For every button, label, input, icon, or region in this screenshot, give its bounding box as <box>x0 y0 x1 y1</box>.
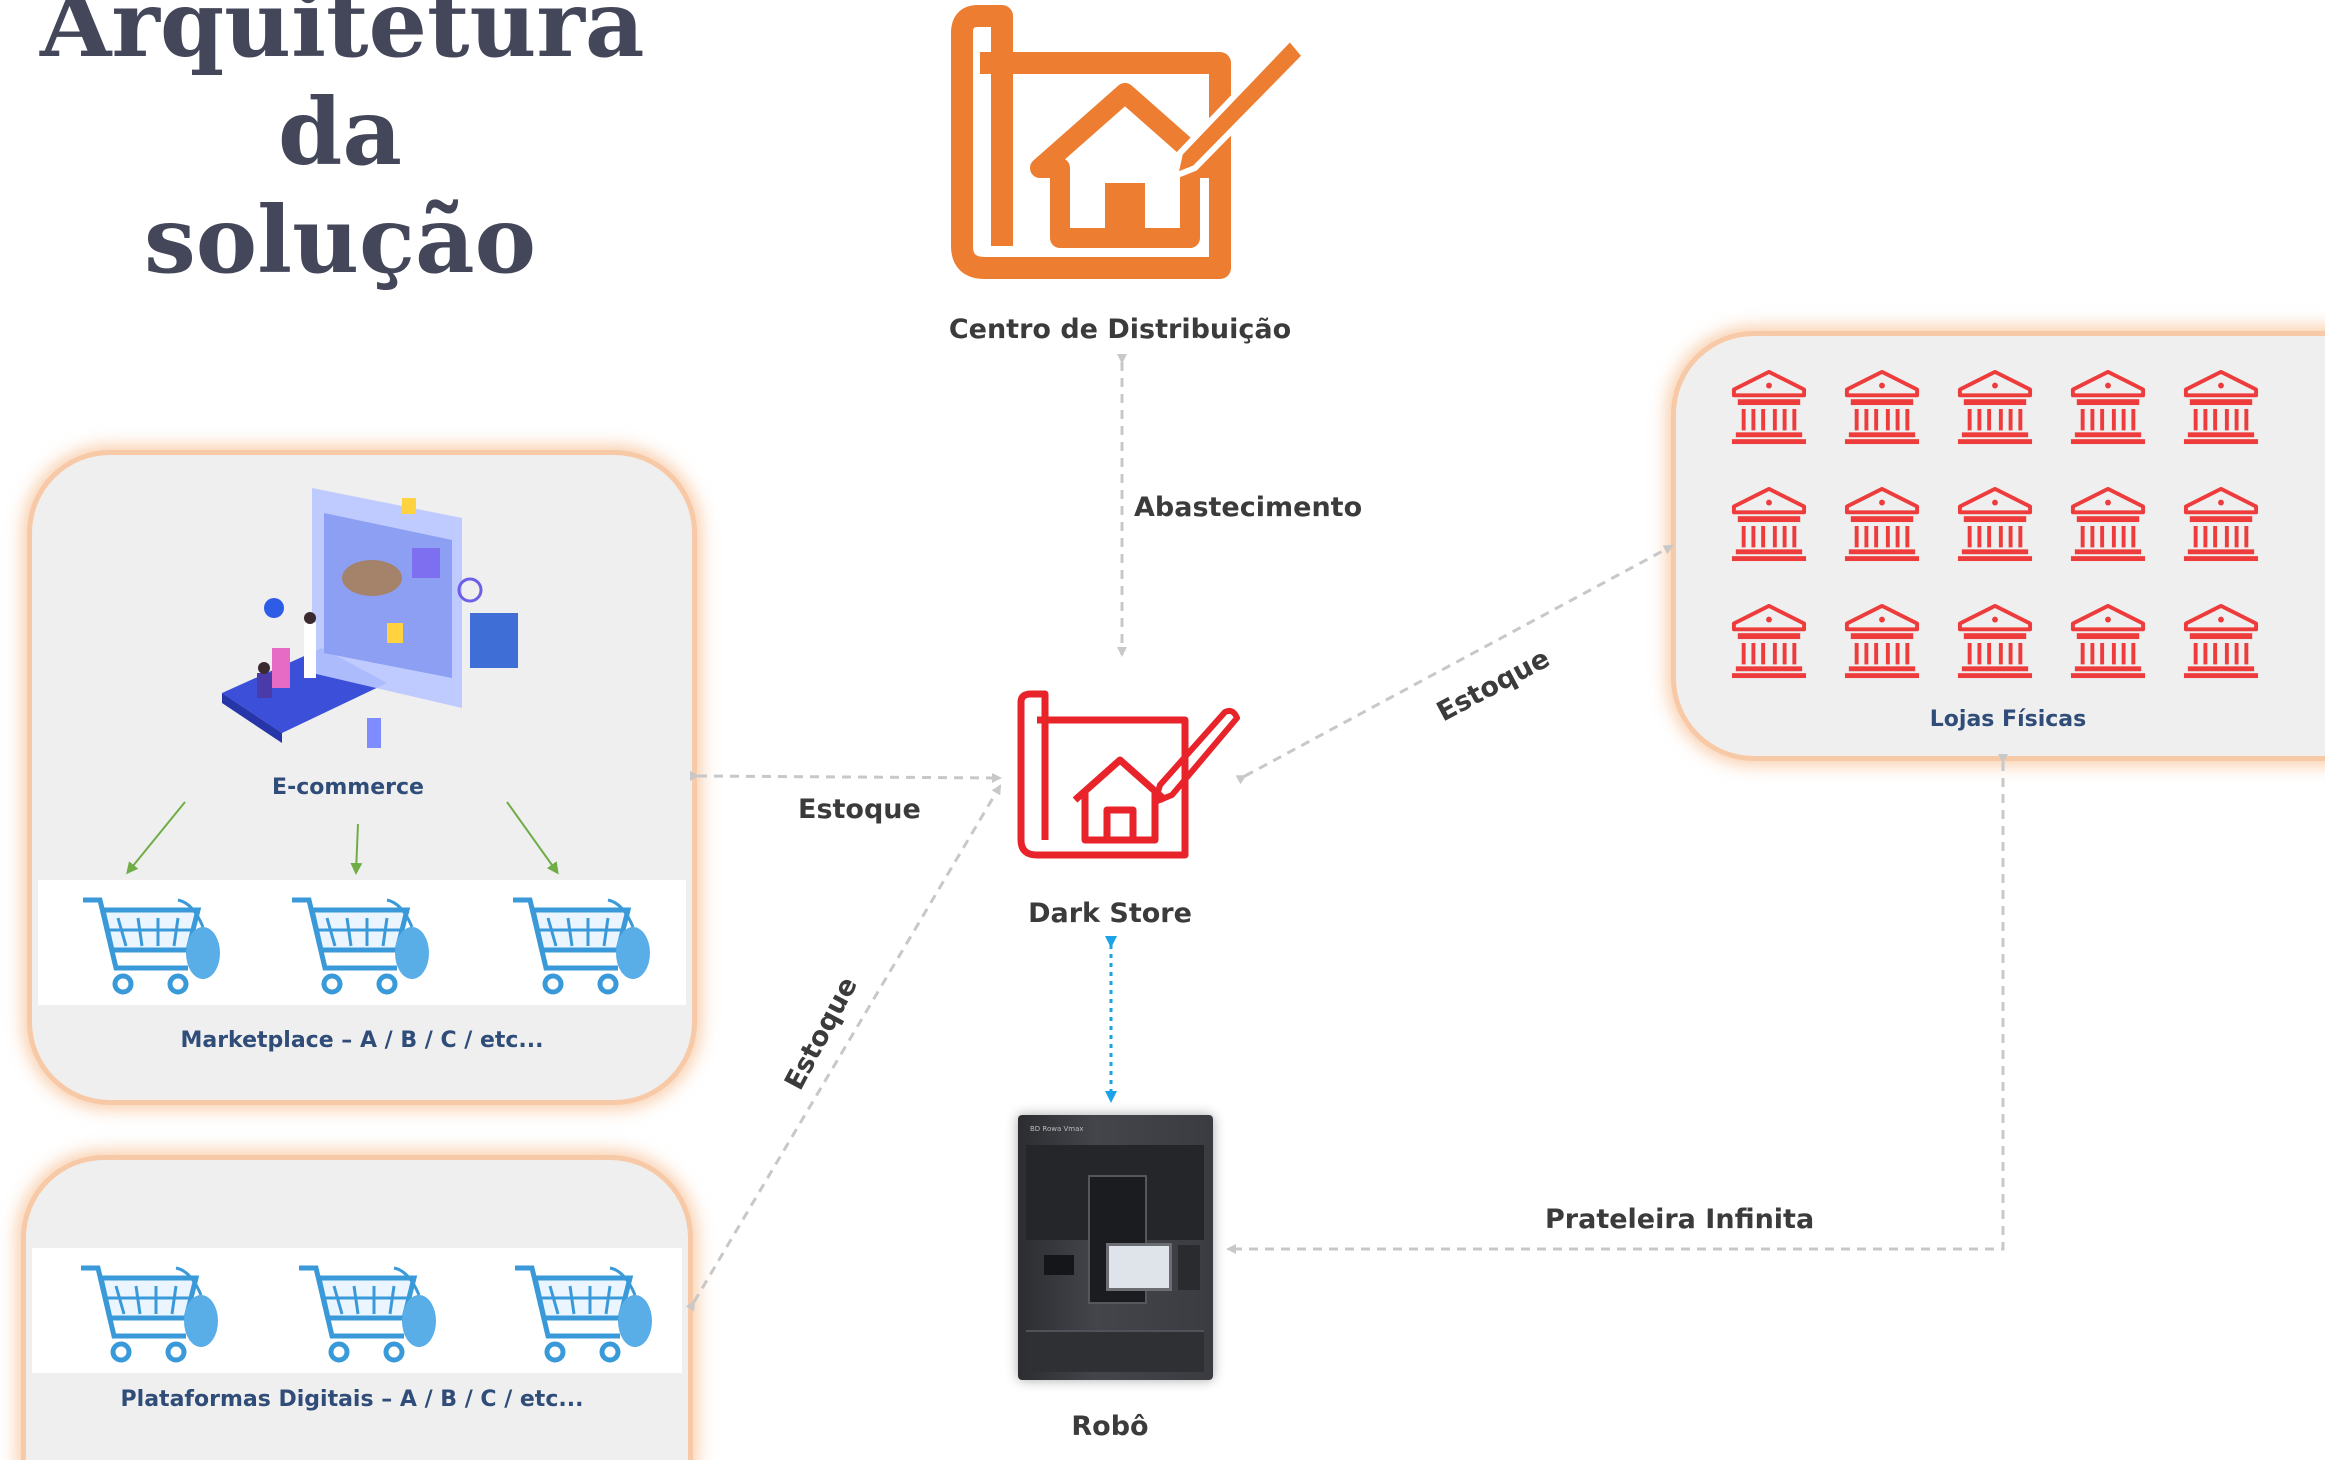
blueprint-house-icon <box>951 5 1310 279</box>
physical-stores-label: Lojas Físicas <box>1929 707 2087 732</box>
green-arrow-middle <box>350 823 363 875</box>
stock-ecommerce-arrow <box>689 770 1002 783</box>
store-building-icon <box>1731 603 1807 679</box>
cart-icon <box>513 897 650 995</box>
robot-base <box>1026 1330 1204 1372</box>
robot-brand-text: BD Rowa Vmax <box>1030 1125 1084 1133</box>
store-building-icon <box>2183 603 2259 679</box>
store-building-icon <box>1731 486 1807 562</box>
dark-store-label: Dark Store <box>1028 898 1192 929</box>
green-arrow-right <box>506 801 559 875</box>
store-building-icon <box>2070 369 2146 445</box>
robot-screen <box>1106 1243 1172 1291</box>
robot-machine: BD Rowa Vmax <box>1018 1115 1213 1380</box>
ecommerce-illustration <box>222 488 518 748</box>
store-building-icon <box>1844 369 1920 445</box>
robot-vent <box>1178 1245 1200 1290</box>
cart-icon <box>292 897 429 995</box>
cart-icon <box>515 1265 652 1363</box>
store-building-icon <box>1844 486 1920 562</box>
store-building-icon <box>2183 486 2259 562</box>
store-building-icon <box>2070 486 2146 562</box>
store-building-icon <box>1957 369 2033 445</box>
page-title: Arquitetura da solução <box>40 0 645 294</box>
infinite-shelf-arrow <box>1226 754 2008 1254</box>
store-building-icon <box>1731 369 1807 445</box>
dark-store-icon <box>1017 690 1240 859</box>
ecommerce-label: E-commerce <box>272 775 424 800</box>
title-line-3: solução <box>144 186 536 294</box>
stock-platforms-arrow <box>685 784 1002 1312</box>
stock-ecommerce-label: Estoque <box>798 794 921 825</box>
supply-label: Abastecimento <box>1134 492 1363 523</box>
robot-label: Robô <box>1071 1411 1149 1442</box>
cart-icon <box>83 897 220 995</box>
physical-stores-grid <box>1730 368 2290 688</box>
title-line-2: da <box>278 78 402 186</box>
store-building-icon <box>1844 603 1920 679</box>
digital-platforms-label: Plataformas Digitais – A / B / C / etc..… <box>120 1387 584 1412</box>
store-building-icon <box>2070 603 2146 679</box>
marketplace-label: Marketplace – A / B / C / etc... <box>180 1028 544 1053</box>
store-building-icon <box>1957 486 2033 562</box>
infinite-shelf-label: Prateleira Infinita <box>1545 1204 1815 1235</box>
robot-slot <box>1044 1255 1074 1275</box>
cart-icon <box>299 1265 436 1363</box>
store-building-icon <box>2183 369 2259 445</box>
stock-stores-arrow <box>1235 544 1674 785</box>
title-line-1: Arquitetura <box>40 0 645 78</box>
store-building-icon <box>1957 603 2033 679</box>
distribution-center-label: Centro de Distribuição <box>948 314 1292 345</box>
green-arrow-left <box>126 801 186 875</box>
cart-icon <box>81 1265 218 1363</box>
